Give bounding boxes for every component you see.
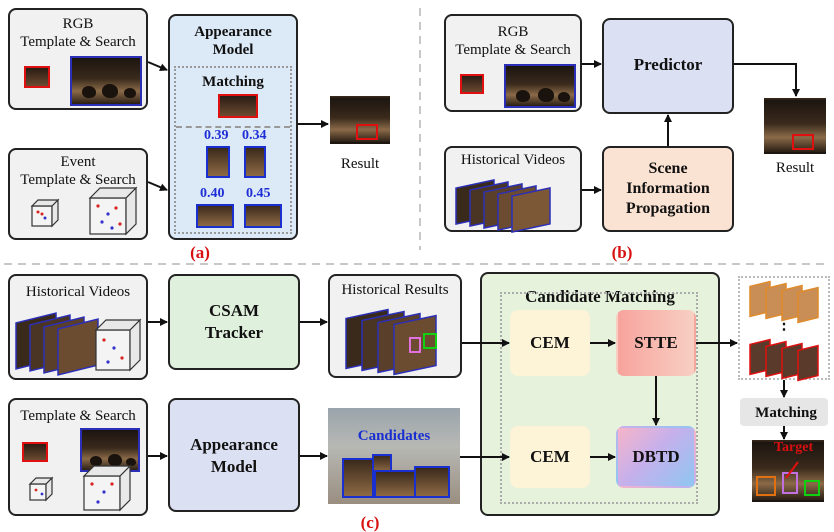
- historical-frames-b: [455, 179, 551, 233]
- rgb-input-box-b: RGB Template & Search: [444, 14, 582, 112]
- rgb-label-a: RGB: [62, 16, 94, 32]
- historical-results-frames: [345, 308, 437, 376]
- result-label-b: Result: [775, 160, 815, 176]
- event-cubes-c: [28, 464, 132, 512]
- matching-box-c: Matching: [740, 398, 828, 426]
- event-template-cube-a: [30, 198, 60, 228]
- appearance-model-box-c: Appearance Model: [168, 398, 300, 512]
- arrow-event-to-appearance-a: [147, 181, 168, 191]
- candidate-thumb-3-a: [196, 204, 234, 228]
- sip-label-1: Scene: [648, 160, 688, 177]
- candidate-box-4-c: [414, 466, 450, 498]
- appearance-model-box-a: Appearance Model Matching 0.39 0.34 0.40…: [168, 14, 298, 240]
- candidate-thumb-4-a: [244, 204, 282, 228]
- cem-label-2: CEM: [530, 447, 570, 466]
- target-label: Target: [774, 440, 814, 455]
- rgb-input-box-a: RGB Template & Search: [8, 8, 148, 110]
- csam-label: CSAM: [208, 301, 260, 320]
- candidate-box-1-c: [342, 458, 374, 498]
- event-label-a: Event: [60, 154, 96, 170]
- template-search-label-c: Template & Search: [20, 408, 136, 424]
- caption-c: (c): [360, 513, 380, 532]
- candidates-image: Candidates: [328, 408, 460, 504]
- candidate-thumb-1-a: [206, 146, 230, 178]
- cem-label-1: CEM: [530, 333, 570, 352]
- ellipsis-label: ⋮: [776, 316, 792, 333]
- output-stack-box: [738, 276, 830, 380]
- rgb-template-thumb-a: [24, 66, 50, 88]
- template-thumb-c: [22, 442, 48, 462]
- historical-results-label: Historical Results: [341, 282, 449, 298]
- matching-template-a: [218, 94, 258, 118]
- rgb-sublabel-a: Template & Search: [20, 34, 136, 50]
- target-pointer: [785, 461, 799, 479]
- sip-box: Scene Information Propagation: [602, 146, 734, 232]
- cem-box-2: CEM: [510, 426, 590, 488]
- historical-frames-c: [15, 312, 142, 376]
- result-image-a: [330, 96, 390, 144]
- historical-videos-label-b: Historical Videos: [460, 152, 566, 168]
- caption-a: (a): [190, 243, 210, 262]
- stte-box: STTE: [616, 310, 696, 376]
- candidate-matching-inner: [500, 292, 698, 504]
- output-stack-positive: [749, 280, 819, 324]
- candidates-label: Candidates: [357, 428, 431, 444]
- output-stack-negative: [749, 338, 819, 382]
- caption-b: (b): [611, 243, 633, 262]
- event-sublabel-a: Template & Search: [20, 172, 136, 188]
- result-image-b: [764, 98, 826, 154]
- predictor-label: Predictor: [633, 55, 703, 74]
- matching-label-a: Matching: [202, 74, 264, 90]
- arrow-rgb-to-appearance-a: [147, 61, 168, 71]
- csam-tracker-box: CSAM Tracker: [168, 274, 300, 370]
- target-result-image: [752, 440, 824, 502]
- result-label-a: Result: [340, 156, 380, 172]
- appearance-label-c: Appearance: [190, 435, 278, 454]
- sip-label-2: Information: [626, 180, 710, 197]
- arrow-predictor-to-result-b: [734, 63, 800, 97]
- search-image-c: [80, 428, 140, 472]
- predictor-box: Predictor: [602, 18, 734, 114]
- matching-divider-a: [176, 126, 290, 128]
- dbtd-label: DBTD: [632, 447, 680, 466]
- score-3-a: 0.40: [200, 186, 225, 201]
- appearance-subtitle-a: Model: [212, 42, 254, 58]
- stte-label: STTE: [634, 333, 678, 352]
- appearance-title-a: Appearance: [194, 24, 272, 40]
- rgb-template-thumb-b: [460, 74, 484, 94]
- rgb-search-image-b: [504, 64, 576, 108]
- rgb-label-b: RGB: [497, 24, 529, 40]
- event-search-cube-a: [88, 186, 138, 236]
- candidate-thumb-2-a: [244, 146, 266, 178]
- dbtd-box: DBTD: [616, 426, 696, 488]
- rgb-sublabel-b: Template & Search: [455, 42, 571, 58]
- score-4-a: 0.45: [246, 186, 271, 201]
- rgb-search-image-a: [70, 56, 142, 106]
- matching-region-a: [174, 66, 292, 234]
- historical-videos-label-c: Historical Videos: [25, 284, 131, 300]
- sip-label-3: Propagation: [625, 200, 711, 217]
- model-label-c: Model: [210, 457, 258, 476]
- tracker-label: Tracker: [204, 323, 264, 342]
- score-1-a: 0.39: [204, 128, 229, 143]
- cem-box-1: CEM: [510, 310, 590, 376]
- matching-label-c: Matching: [755, 405, 817, 421]
- score-2-a: 0.34: [242, 128, 267, 143]
